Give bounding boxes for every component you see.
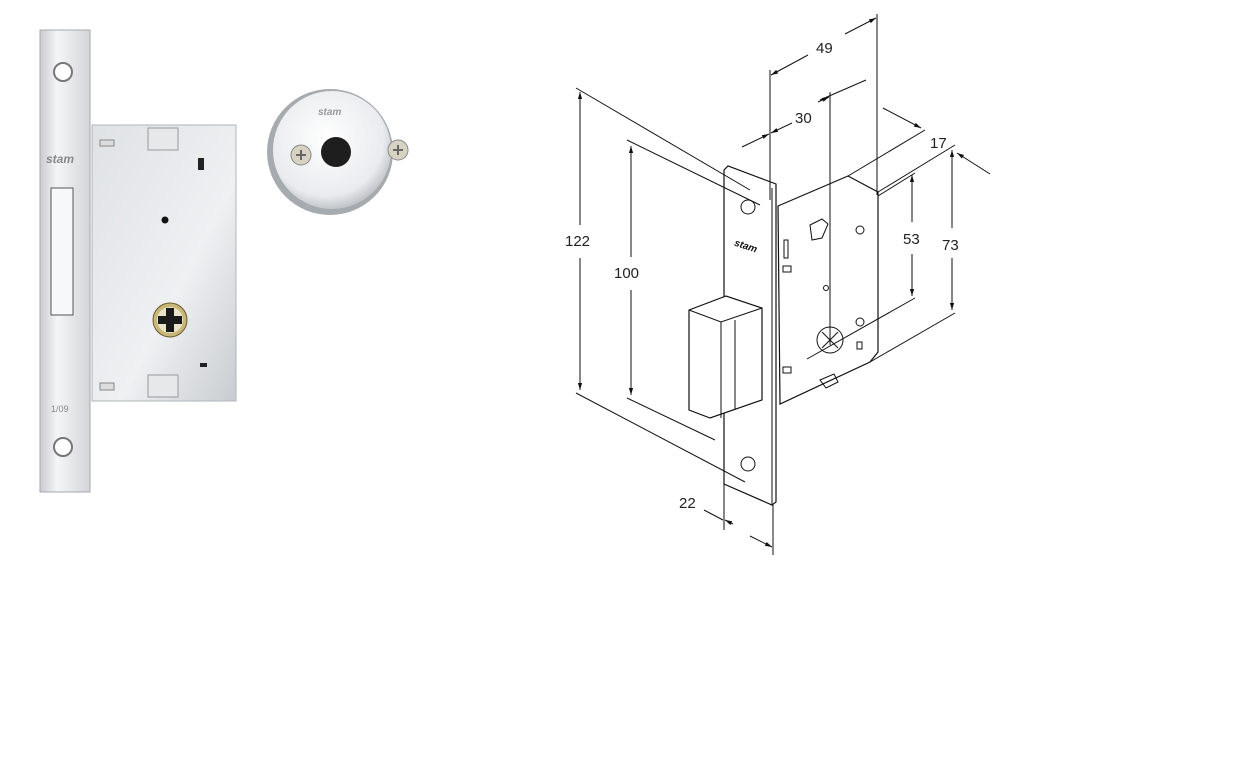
- dim-17: 17: [930, 135, 947, 152]
- screw-icon: [290, 144, 312, 166]
- brand-logo: stam: [46, 152, 74, 166]
- dim-49: 49: [816, 40, 833, 57]
- lock-photo: stam 1/09: [39, 29, 237, 493]
- latch: [50, 187, 74, 316]
- lock-body: [91, 124, 237, 402]
- dim-53: 53: [903, 231, 920, 248]
- technical-drawing: stam 122 100 49 30 17 73: [565, 14, 991, 555]
- dim-73: 73: [942, 237, 959, 254]
- dim-22: 22: [679, 495, 696, 512]
- svg-text:stam: stam: [318, 107, 341, 118]
- faceplate-marking: 1/09: [51, 404, 69, 414]
- turn-knob-hole: [321, 137, 351, 167]
- cylinder-cam: [152, 302, 188, 338]
- dim-100: 100: [614, 265, 639, 282]
- rosette-photo: stam: [267, 89, 409, 215]
- dim-30: 30: [795, 110, 812, 127]
- dim-122: 122: [565, 233, 590, 250]
- screw-icon: [387, 139, 409, 161]
